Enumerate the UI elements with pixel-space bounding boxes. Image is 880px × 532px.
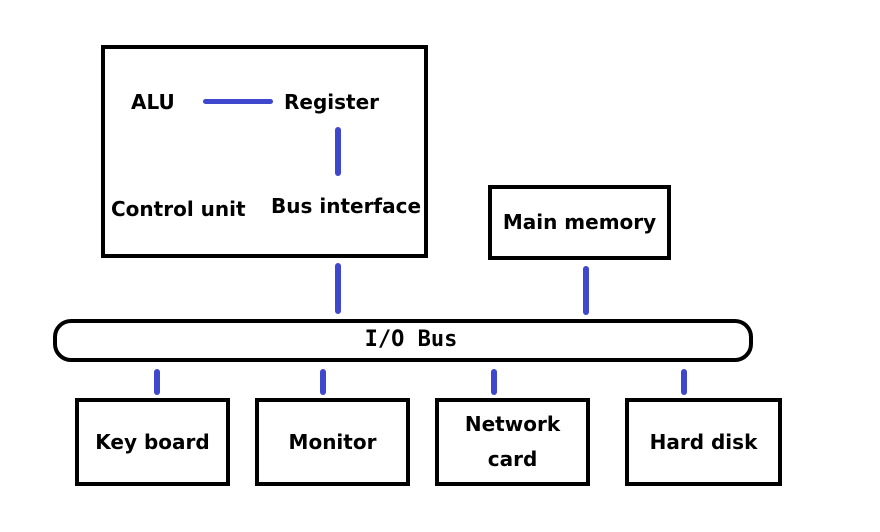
cpu-iobus-connector-line [335, 263, 341, 314]
control-unit-label: Control unit [111, 197, 246, 221]
iobus-keyboard-connector-line [154, 369, 160, 395]
network-card-box: Network card [435, 398, 590, 486]
cpu-box [101, 45, 428, 258]
iobus-networkcard-connector-line [491, 369, 497, 395]
main-memory-box: Main memory [488, 185, 671, 260]
register-businterface-connector-line [335, 127, 341, 176]
network-card-label-line2: card [487, 447, 538, 471]
alu-label: ALU [131, 90, 175, 114]
keyboard-label: Key board [95, 429, 210, 454]
io-bus-pill: I/O Bus [53, 319, 753, 362]
mainmemory-iobus-connector-line [583, 266, 589, 315]
keyboard-box: Key board [75, 398, 230, 486]
network-card-label-line1: Network [464, 412, 561, 436]
alu-register-connector-line [203, 99, 273, 104]
hard-disk-box: Hard disk [625, 398, 782, 486]
io-bus-label: I/O Bus [364, 327, 458, 353]
bus-interface-label: Bus interface [271, 194, 422, 218]
iobus-monitor-connector-line [320, 369, 326, 395]
monitor-box: Monitor [255, 398, 410, 486]
iobus-harddisk-connector-line [681, 369, 687, 395]
network-card-label: Network card [465, 407, 560, 477]
register-label: Register [284, 90, 380, 114]
main-memory-label: Main memory [502, 210, 657, 234]
hard-disk-label: Hard disk [649, 429, 758, 454]
monitor-label: Monitor [288, 429, 377, 454]
